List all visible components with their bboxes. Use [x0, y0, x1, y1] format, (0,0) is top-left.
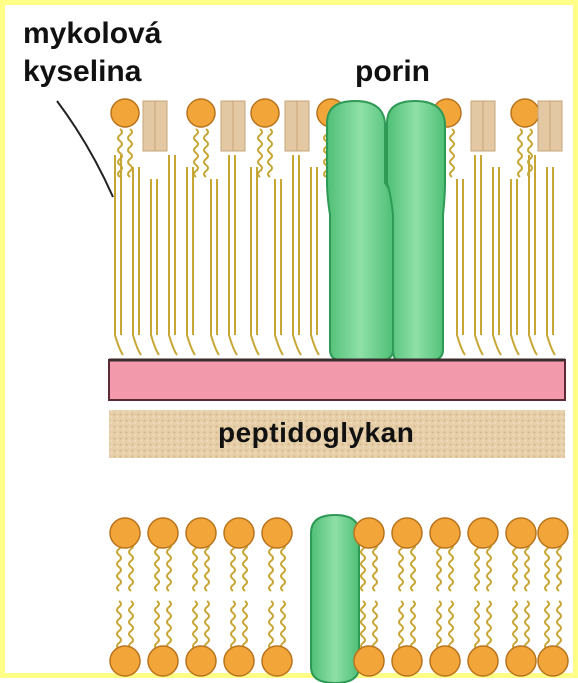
- lipid-head: [511, 99, 539, 127]
- lipid-tail: [205, 601, 209, 649]
- porin-upper: [327, 101, 445, 361]
- lipid-tail: [449, 601, 453, 649]
- lipid-tail: [167, 601, 171, 649]
- lipid-head: [538, 518, 568, 548]
- lipid-tail: [475, 543, 479, 591]
- lipid-tail: [128, 129, 132, 177]
- label-mycolic-acid-line1: mykolová: [23, 17, 161, 51]
- lipid-tail: [204, 129, 208, 177]
- lipid-tail: [399, 601, 403, 649]
- lipid-head: [110, 646, 140, 676]
- lipid-tail: [525, 601, 529, 649]
- lipid-head: [354, 518, 384, 548]
- lipid-tail: [193, 543, 197, 591]
- lipid-tail: [545, 543, 549, 591]
- lipid-tail: [231, 543, 235, 591]
- lipid-head: [262, 518, 292, 548]
- lipid-head: [148, 646, 178, 676]
- lipid-tail: [557, 543, 561, 591]
- lipid-tail: [361, 601, 365, 649]
- lipid-tail: [155, 543, 159, 591]
- lipid-head: [506, 646, 536, 676]
- lipid-tail: [155, 601, 159, 649]
- lipid-head: [392, 646, 422, 676]
- lipid-tail: [450, 129, 454, 177]
- lipid-tail: [269, 543, 273, 591]
- lipid-tail: [129, 543, 133, 591]
- lipid-head: [538, 646, 568, 676]
- lipid-tail: [373, 543, 377, 591]
- lipid-tail: [487, 601, 491, 649]
- lipid-tail: [269, 601, 273, 649]
- lipid-head: [224, 518, 254, 548]
- lipid-tail: [231, 601, 235, 649]
- lipid-head: [251, 99, 279, 127]
- lipid-tail: [518, 129, 522, 177]
- lipid-head: [262, 646, 292, 676]
- lipid-tail: [167, 543, 171, 591]
- lipid-tail: [513, 543, 517, 591]
- lipid-head: [148, 518, 178, 548]
- lipid-tail: [449, 543, 453, 591]
- lipid-tail: [487, 543, 491, 591]
- lipid-tail: [268, 129, 272, 177]
- lipid-tail: [205, 543, 209, 591]
- lipid-head: [354, 646, 384, 676]
- lipid-tail: [411, 543, 415, 591]
- lipid-head: [468, 646, 498, 676]
- lipid-tail: [437, 601, 441, 649]
- lipid-tail: [243, 601, 247, 649]
- lipid-tail: [411, 601, 415, 649]
- lipid-tail: [193, 601, 197, 649]
- diagram-canvas: [5, 5, 578, 683]
- lipid-tail: [281, 601, 285, 649]
- lipid-head: [111, 99, 139, 127]
- label-mycolic-acid-line2: kyselina: [23, 55, 141, 89]
- lipid-head: [224, 646, 254, 676]
- lipid-tail: [361, 543, 365, 591]
- lipid-tail: [373, 601, 377, 649]
- label-porin: porin: [355, 55, 430, 89]
- lipid-tail: [513, 601, 517, 649]
- lipid-head: [392, 518, 422, 548]
- lipid-head: [186, 518, 216, 548]
- lipid-head: [187, 99, 215, 127]
- lipid-tail: [281, 543, 285, 591]
- lipid-tail: [258, 129, 262, 177]
- lipid-head: [506, 518, 536, 548]
- lipid-tail: [545, 601, 549, 649]
- lipid-tail: [437, 543, 441, 591]
- label-peptidoglycan: peptidoglykan: [218, 417, 414, 449]
- lipid-tail: [557, 601, 561, 649]
- lipid-tail: [117, 601, 121, 649]
- lipid-tail: [117, 543, 121, 591]
- lipid-head: [430, 518, 460, 548]
- lipid-tail: [399, 543, 403, 591]
- lipid-tail: [525, 543, 529, 591]
- arabinogalactan-layer: [109, 360, 565, 400]
- mycolic-acid-pointer-line: [57, 101, 113, 197]
- lipid-head: [430, 646, 460, 676]
- lipid-head: [468, 518, 498, 548]
- lipid-head: [110, 518, 140, 548]
- lipid-head: [186, 646, 216, 676]
- lipid-tail: [129, 601, 133, 649]
- lipid-tail: [194, 129, 198, 177]
- lipid-tail: [243, 543, 247, 591]
- porin-lower: [311, 515, 359, 683]
- lipid-tail: [475, 601, 479, 649]
